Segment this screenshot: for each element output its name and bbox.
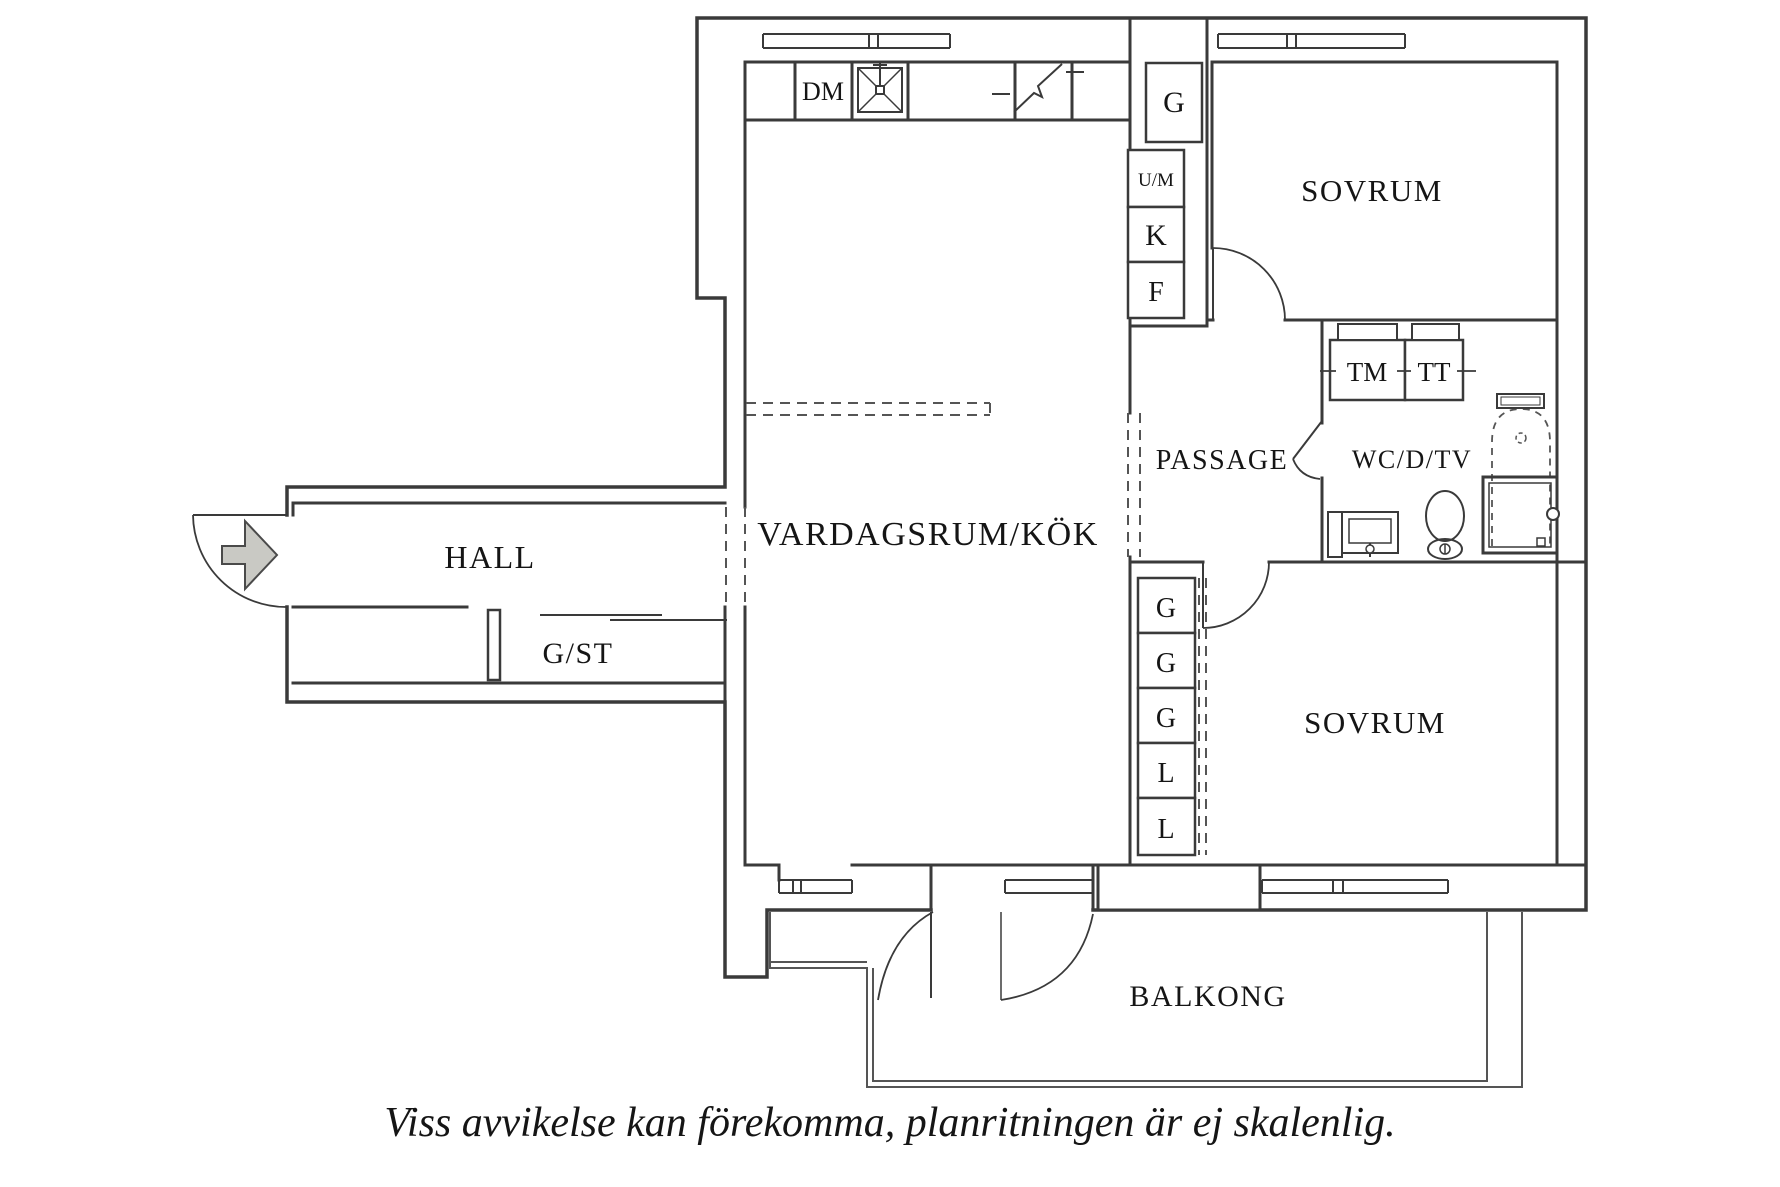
- appliance-label-fridge: K: [1145, 219, 1167, 252]
- appliance-label-washer: TM: [1347, 357, 1388, 387]
- bedroom-top-door-swing: [1212, 247, 1286, 321]
- bathtub-rim-inner: [1500, 396, 1541, 406]
- storage-sliding-doors: [540, 614, 727, 621]
- bathroom-fixtures-group: [1327, 393, 1560, 560]
- living-window-left-mullion: [792, 879, 802, 894]
- kitchen-sink-icon: [857, 61, 903, 113]
- living-window-right: [1004, 879, 1094, 894]
- bathtub-rim-outer: [1496, 393, 1545, 409]
- room-label-living-kitchen: VARDAGSRUM/KÖK: [757, 516, 1099, 553]
- shower-tray-outer: [1481, 475, 1559, 555]
- washbasin-icon: [1327, 511, 1399, 558]
- closet-box-4: [1136, 741, 1197, 800]
- shower-drain: [1536, 537, 1546, 547]
- closet-label-3: G: [1156, 703, 1176, 734]
- closet-box-1: [1136, 576, 1197, 635]
- cabinet-boxes-group: [540, 61, 1476, 857]
- bottom-wall-pier: [1096, 863, 1262, 912]
- bathroom-door-leaf: [1292, 420, 1323, 460]
- closet-label-1: G: [1156, 593, 1176, 624]
- bathtub-drain-dashed: [1515, 432, 1527, 444]
- kitchen-living-divider-dashes: [746, 402, 991, 416]
- room-label-passage: PASSAGE: [1156, 445, 1288, 476]
- appliance-label-freezer: F: [1148, 277, 1164, 308]
- windows-group: [762, 33, 1449, 894]
- walls-group: [285, 16, 1588, 979]
- bedroom-bottom-door-swing: [1202, 561, 1270, 629]
- room-label-bedroom-top: SOVRUM: [1301, 173, 1443, 208]
- toilet-base: [1427, 538, 1463, 560]
- closet-label-5: L: [1157, 814, 1174, 845]
- entrance-arrow-group: [221, 518, 279, 592]
- sink-drain: [875, 85, 885, 95]
- kitchen-window-mullion: [868, 33, 879, 49]
- washing-machine-front: [1337, 323, 1398, 341]
- washbasin-inner: [1348, 518, 1392, 544]
- room-label-bedroom-bottom: SOVRUM: [1304, 705, 1446, 740]
- bedroom-bottom-window-mullion: [1332, 879, 1344, 894]
- room-label-hall: HALL: [444, 539, 535, 575]
- interior-walls: [291, 16, 1588, 912]
- closet-box-2: [1136, 631, 1197, 690]
- balcony-outline-group: [769, 912, 1523, 1088]
- appliance-label-dishwasher: DM: [802, 77, 844, 106]
- washbasin-niche-stub: [1327, 511, 1343, 558]
- appliance-label-dryer: TT: [1418, 357, 1451, 387]
- closet-sliding-door-dashes: [1198, 578, 1207, 855]
- washbasin-faucet-knob: [1365, 544, 1375, 554]
- entrance-door-swing: [192, 514, 288, 608]
- balcony-railing-inner: [770, 912, 1488, 1082]
- balcony-door-right-swing: [1000, 913, 1094, 1001]
- appliance-label-oven-micro: U/M: [1138, 170, 1174, 191]
- stove-symbol: [992, 63, 1084, 113]
- balcony-door-left-swing: [877, 911, 934, 1001]
- room-label-bathroom: WC/D/TV: [1352, 445, 1472, 474]
- living-window-left: [778, 879, 853, 894]
- oven-micro-box: [1126, 148, 1186, 209]
- bathtub-rim: [1496, 393, 1545, 409]
- tumble-dryer-box: [1403, 338, 1465, 402]
- living-passage-opening-dashes: [1127, 413, 1141, 557]
- freezer-box: [1126, 260, 1186, 320]
- entrance-arrow-icon: [221, 518, 279, 592]
- closet-box-5: [1136, 796, 1197, 857]
- appliance-label-cabinet-g: G: [1163, 86, 1185, 119]
- dashed-openings-group: [725, 402, 1551, 855]
- bedroom-bottom-window: [1261, 879, 1449, 894]
- room-label-balcony: BALKONG: [1129, 980, 1286, 1013]
- shower-mixer-knob: [1546, 507, 1560, 521]
- doors-group: [192, 247, 1323, 1001]
- tumble-dryer-front: [1411, 323, 1460, 341]
- disclaimer-caption: Viss avvikelse kan förekomma, planritnin…: [384, 1100, 1395, 1146]
- toilet-bowl: [1425, 490, 1465, 542]
- closet-label-2: G: [1156, 648, 1176, 679]
- bedroom-top-window-mullion: [1286, 33, 1297, 49]
- bathroom-door-swing: [1292, 458, 1321, 480]
- bedroom-top-window: [1217, 33, 1406, 49]
- cabinet-g-top-box: [1144, 61, 1204, 144]
- fridge-box: [1126, 205, 1186, 264]
- shower-icon: [1481, 475, 1560, 555]
- kitchen-window: [762, 33, 951, 49]
- closet-box-3: [1136, 686, 1197, 745]
- hall-living-opening-dashes: [725, 507, 746, 607]
- room-label-storage: G/ST: [542, 637, 613, 670]
- toilet-icon: [1425, 490, 1465, 560]
- sink-faucet: [873, 61, 887, 86]
- labels-group: HALL G/ST VARDAGSRUM/KÖK PASSAGE WC/D/TV…: [384, 77, 1472, 1146]
- hall-closet-stub-wall: [486, 608, 502, 682]
- balcony-railing-outer: [769, 912, 1523, 1088]
- kitchen-fixtures-group: [857, 61, 1084, 113]
- exterior-walls: [285, 16, 1588, 979]
- closet-label-4: L: [1157, 758, 1174, 789]
- stove-icon: [992, 63, 1084, 113]
